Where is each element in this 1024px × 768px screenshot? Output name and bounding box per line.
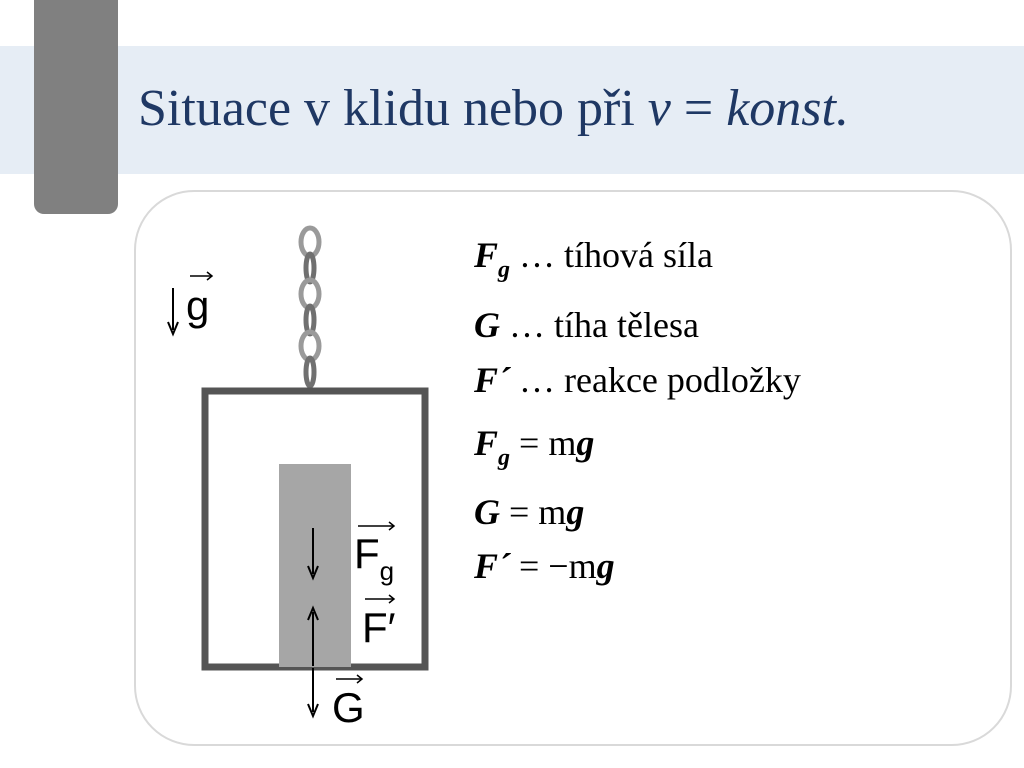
decorative-tab bbox=[34, 0, 118, 214]
fg-main: F bbox=[354, 530, 380, 577]
fprime-up-arrow bbox=[307, 605, 319, 666]
gray-block bbox=[279, 464, 351, 667]
definition-fg: Fg … tíhová síla bbox=[474, 235, 713, 283]
G-label: G bbox=[332, 684, 365, 731]
equation-fg: Fg = mg bbox=[474, 423, 595, 471]
title-eq: = bbox=[670, 80, 727, 137]
title-konst: konst. bbox=[726, 80, 849, 137]
title-v: v bbox=[647, 80, 671, 137]
equation-fprime: F´ = −mg bbox=[474, 546, 615, 586]
G-down-arrow bbox=[307, 668, 319, 719]
definition-fprime: F´ … reakce podložky bbox=[474, 360, 801, 400]
fg-vector-arrow bbox=[358, 521, 396, 531]
fg-sub: g bbox=[379, 556, 395, 586]
slide-title: Situace v klidu nebo při v = konst. bbox=[138, 80, 849, 137]
g-vector-arrow bbox=[190, 271, 214, 281]
fg-label: Fg bbox=[354, 530, 394, 587]
definition-G: G … tíha tělesa bbox=[474, 305, 699, 345]
fg-down-arrow bbox=[307, 528, 319, 581]
G-vector-arrow bbox=[336, 674, 364, 684]
chain-icon bbox=[298, 225, 322, 389]
equations-list: Fg = mg G = mg F´ = −mg bbox=[474, 416, 615, 593]
fprime-label: F′ bbox=[362, 604, 396, 651]
fprime-vector-arrow bbox=[365, 594, 396, 604]
equation-G: G = mg bbox=[474, 492, 585, 532]
g-label: g bbox=[186, 282, 210, 329]
definitions-list: Fg … tíhová síla G … tíha tělesa F´ … re… bbox=[474, 228, 801, 408]
title-main: Situace v klidu nebo při bbox=[138, 80, 648, 137]
g-down-arrow bbox=[167, 288, 179, 337]
title-band bbox=[0, 46, 1024, 174]
